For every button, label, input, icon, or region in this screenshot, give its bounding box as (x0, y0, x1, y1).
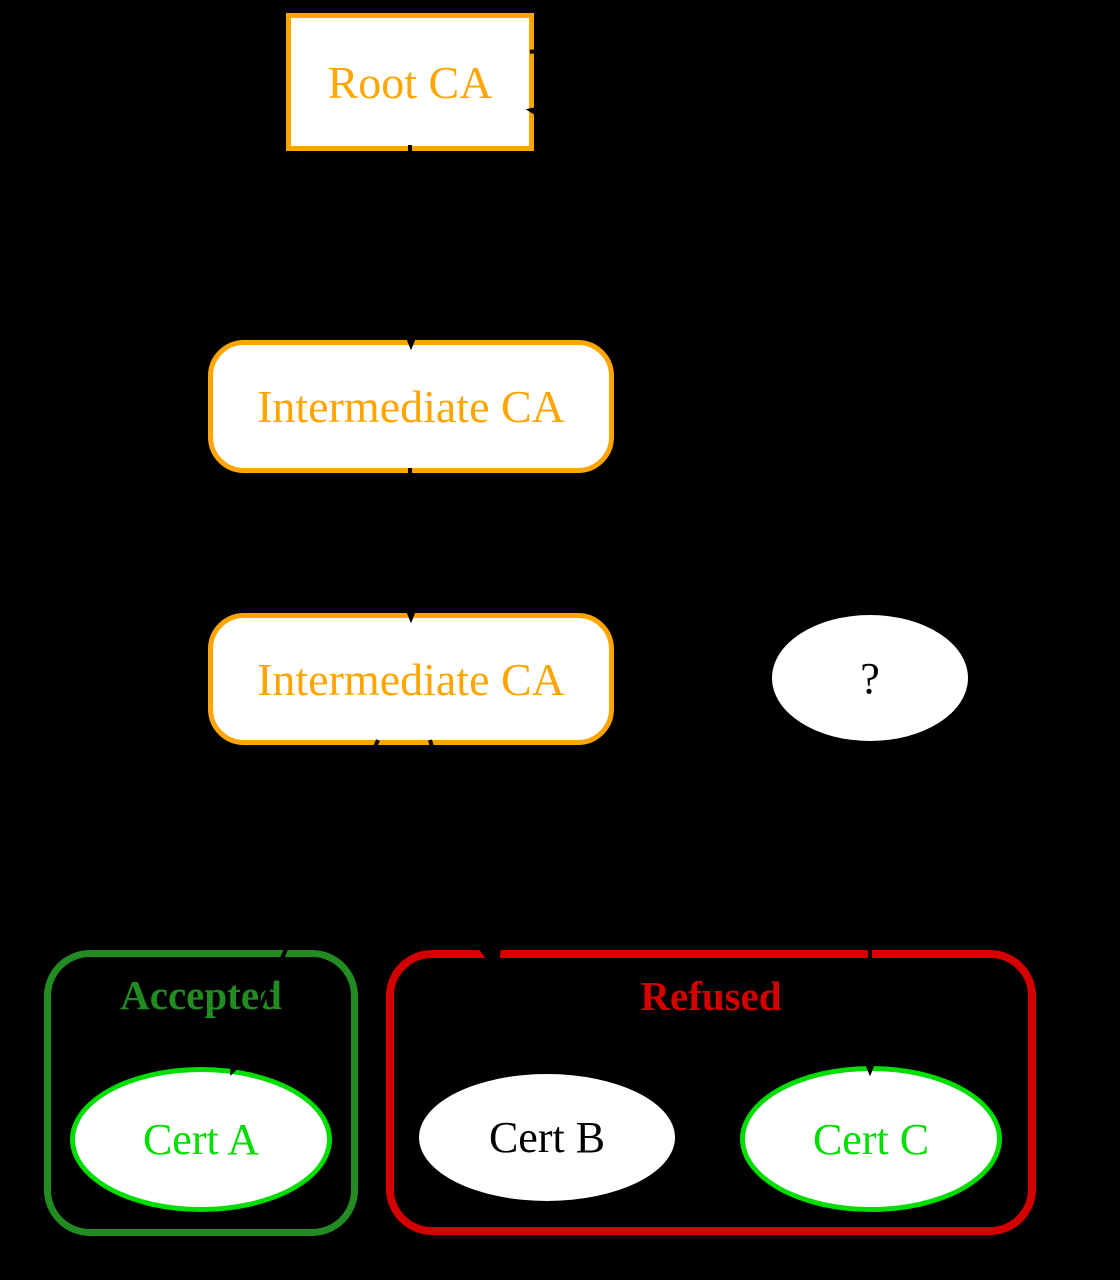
root-ca-node: Root CA (286, 13, 534, 151)
refused-group-label: Refused (640, 973, 782, 1019)
intermediate-ca-2-node: Intermediate CA (208, 613, 614, 745)
cert-b-label: Cert B (488, 1113, 606, 1162)
edge-intermediate-ca-2-to-refused (428, 739, 503, 975)
intermediate-ca-1-node: Intermediate CA (208, 340, 614, 473)
refused-group: Refused (386, 950, 1036, 1235)
intermediate-ca-2-label: Intermediate CA (257, 653, 565, 705)
edge-root-ca-self-loop (525, 48, 591, 135)
edge-intermediate-ca-1-to-intermediate-ca-2 (393, 467, 429, 624)
cert-c-node: Cert C (740, 1066, 1002, 1212)
unknown-ca-node: ? (770, 613, 970, 743)
cert-c-label: Cert C (812, 1114, 930, 1164)
intermediate-ca-1-label: Intermediate CA (257, 381, 565, 432)
unknown-ca-label: ? (860, 653, 880, 703)
cert-b-node: Cert B (417, 1072, 677, 1203)
edge-root-ca-to-intermediate-ca-1 (393, 144, 429, 351)
cert-a-label: Cert A (142, 1115, 260, 1164)
root-ca-label: Root CA (327, 56, 493, 108)
accepted-group-label: Accepted (120, 972, 282, 1018)
cert-a-node: Cert A (70, 1067, 332, 1212)
